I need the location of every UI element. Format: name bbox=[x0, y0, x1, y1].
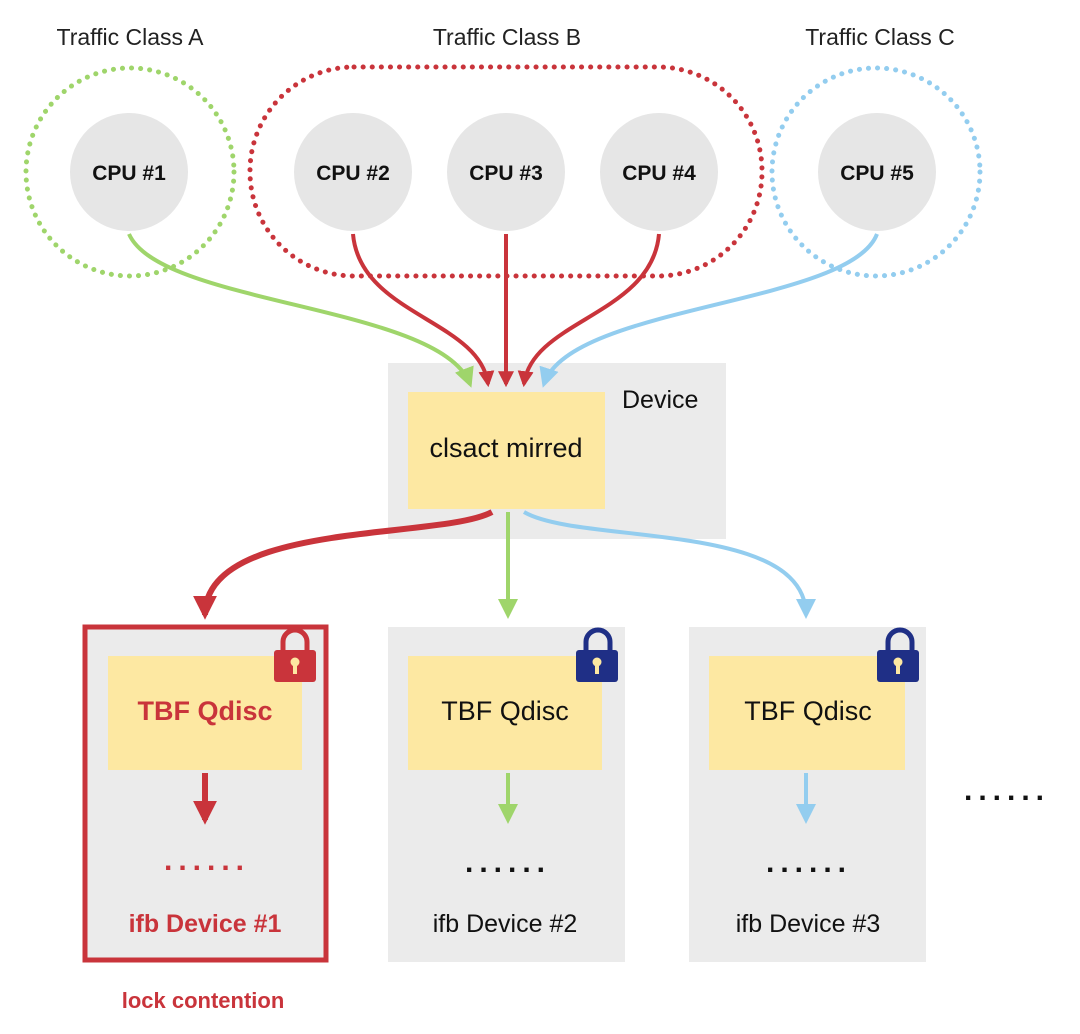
cpu-label-1: CPU #1 bbox=[92, 162, 166, 185]
cpu-label-3: CPU #3 bbox=[469, 162, 543, 185]
ifb-device-1: TBF Qdisc ...... ifb Device #1 bbox=[82, 624, 329, 963]
clsact-mirred-box bbox=[408, 392, 605, 509]
traffic-class-a-label: Traffic Class A bbox=[57, 24, 205, 50]
lock-icon-red bbox=[274, 627, 316, 682]
tbf-qdisc-label-3: TBF Qdisc bbox=[744, 696, 872, 726]
cpu-label-5: CPU #5 bbox=[840, 162, 914, 185]
cpu-node-2: CPU #2 bbox=[294, 113, 412, 231]
arrow-cpu5-to-device bbox=[539, 233, 879, 388]
ellipsis-2: ...... bbox=[465, 846, 551, 879]
traffic-class-b-label: Traffic Class B bbox=[433, 24, 581, 50]
arrow-cpu1-to-device bbox=[127, 233, 474, 388]
ellipsis-1: ...... bbox=[164, 844, 250, 877]
cpu-label-4: CPU #4 bbox=[622, 162, 696, 185]
ellipsis-3: ...... bbox=[766, 846, 852, 879]
ifb-device-label-2: ifb Device #2 bbox=[433, 910, 578, 938]
arrow-device-to-ifb1 bbox=[193, 509, 494, 620]
cpu-node-3: CPU #3 bbox=[447, 113, 565, 231]
arrow-cpu4-to-device bbox=[517, 233, 661, 388]
cpu-label-2: CPU #2 bbox=[316, 162, 390, 185]
tbf-qdisc-label-1: TBF Qdisc bbox=[137, 696, 272, 726]
lock-icon-blue bbox=[877, 627, 919, 682]
traffic-class-c-group bbox=[769, 65, 983, 279]
arrow-cpu2-to-device bbox=[351, 233, 495, 388]
cpu-node-1: CPU #1 bbox=[70, 113, 188, 231]
tbf-qdisc-box-3 bbox=[709, 656, 905, 770]
cpu-node-4: CPU #4 bbox=[600, 113, 718, 231]
tbf-qdisc-box-1 bbox=[108, 656, 302, 770]
traffic-class-a-group bbox=[23, 65, 237, 279]
ifb-device-label-1: ifb Device #1 bbox=[129, 910, 282, 938]
lock-icon-blue bbox=[576, 627, 618, 682]
clsact-mirred-label: clsact mirred bbox=[429, 433, 582, 463]
traffic-class-c-label: Traffic Class C bbox=[805, 24, 955, 50]
more-devices-ellipsis: ...... bbox=[964, 774, 1050, 807]
tbf-qdisc-label-2: TBF Qdisc bbox=[441, 696, 569, 726]
lock-contention-label: lock contention bbox=[122, 988, 285, 1013]
cpu-node-5: CPU #5 bbox=[818, 113, 936, 231]
ifb-device-2: TBF Qdisc ...... ifb Device #2 bbox=[388, 627, 625, 962]
device-label: Device bbox=[622, 386, 698, 414]
tbf-qdisc-box-2 bbox=[408, 656, 602, 770]
ifb-device-3: TBF Qdisc ...... ifb Device #3 bbox=[689, 627, 926, 962]
arrow-device-to-ifb3 bbox=[522, 510, 816, 619]
ifb-device-label-3: ifb Device #3 bbox=[736, 910, 881, 938]
